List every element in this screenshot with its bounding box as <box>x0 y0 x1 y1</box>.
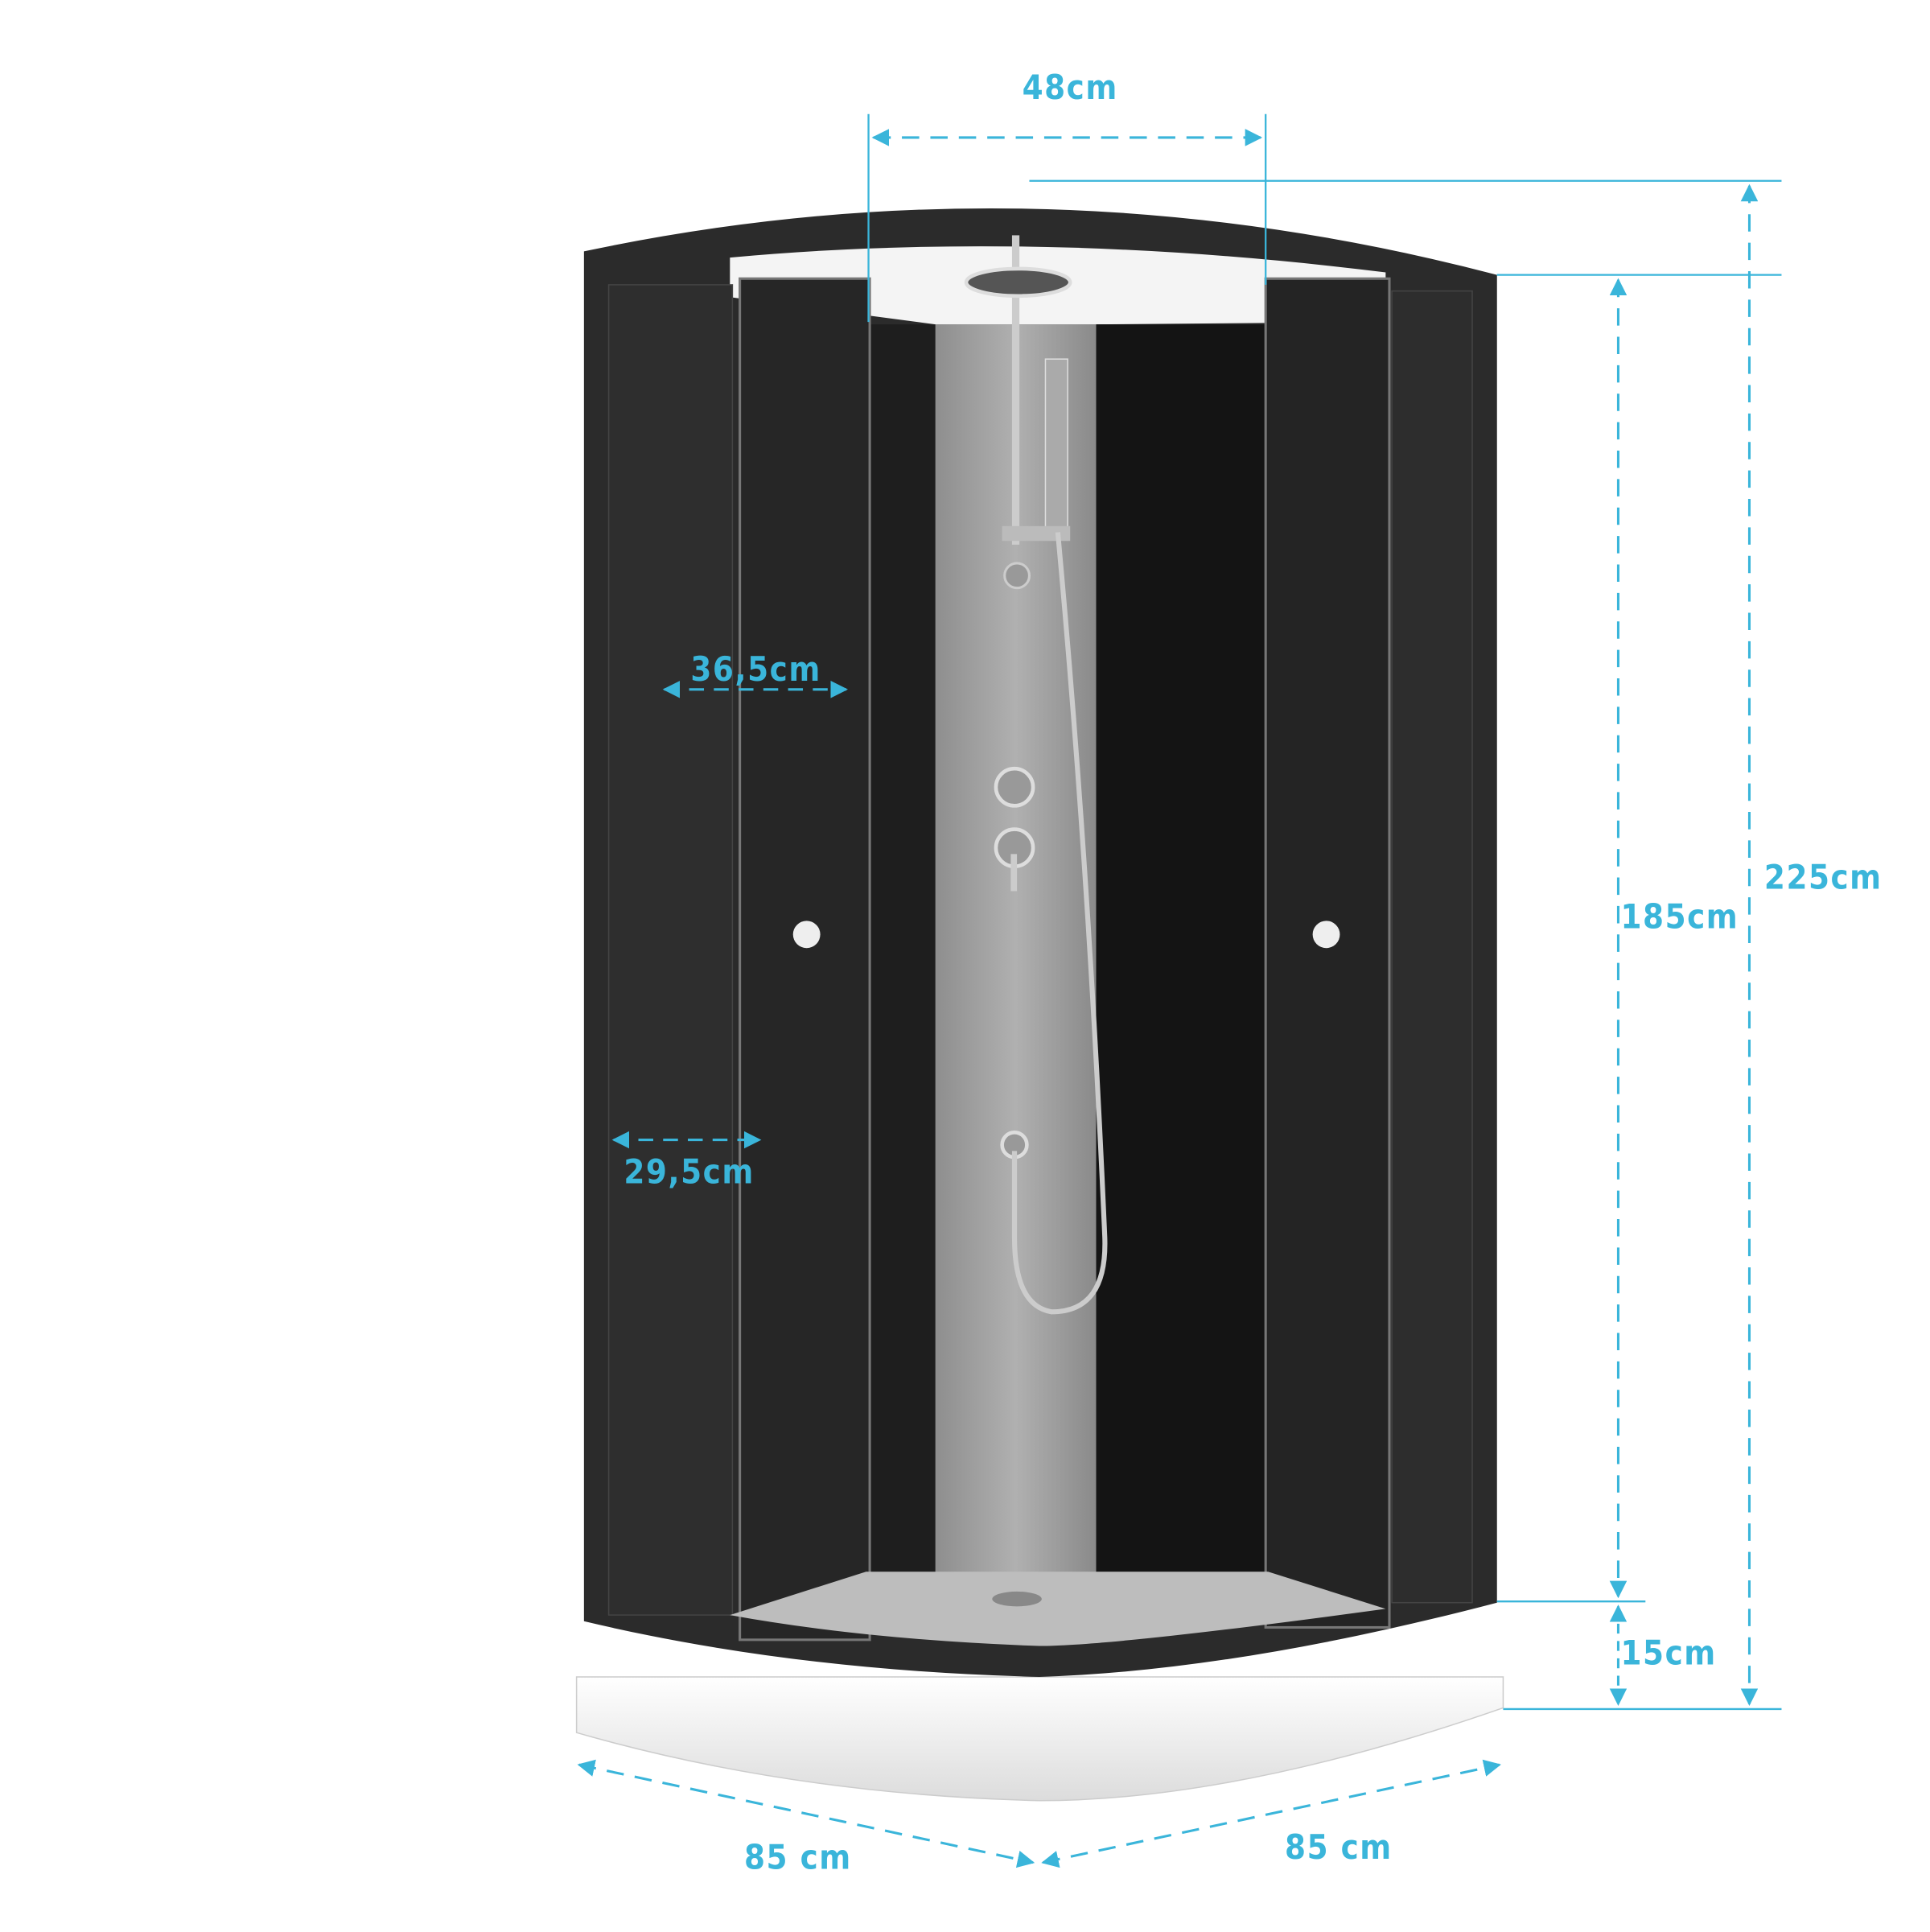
right-door-handle <box>1312 921 1340 949</box>
rain-shower-head <box>964 266 1072 299</box>
label-depth-right: 85 cm <box>1285 1827 1393 1867</box>
shower-hose <box>1011 532 1108 1315</box>
left-door-glass <box>739 277 871 1642</box>
left-door-handle <box>792 921 821 949</box>
dimension-lines <box>577 113 1782 1868</box>
label-total-height: 225cm <box>1764 857 1883 896</box>
label-depth-left: 85 cm <box>744 1837 852 1876</box>
shower-floor <box>730 1572 1386 1646</box>
right-inner-panel <box>1096 324 1270 1612</box>
right-door-glass <box>1264 277 1391 1629</box>
shower-tray <box>575 1676 1504 1802</box>
shower-cabin <box>575 208 1504 1802</box>
label-side-panel: 29,5cm <box>623 1151 754 1191</box>
left-inner-panel <box>866 324 936 1612</box>
hand-shower <box>1044 358 1068 533</box>
right-side-glass <box>1391 290 1473 1604</box>
drain <box>992 1591 1042 1607</box>
label-tray-height: 15cm <box>1621 1633 1717 1673</box>
label-glass-height: 185cm <box>1621 897 1739 937</box>
shower-column <box>964 235 1108 1315</box>
mixer-knob <box>994 766 1035 808</box>
label-door-width: 36,5cm <box>690 649 821 689</box>
left-side-glass <box>607 284 734 1616</box>
label-top-opening: 48cm <box>1023 68 1118 107</box>
